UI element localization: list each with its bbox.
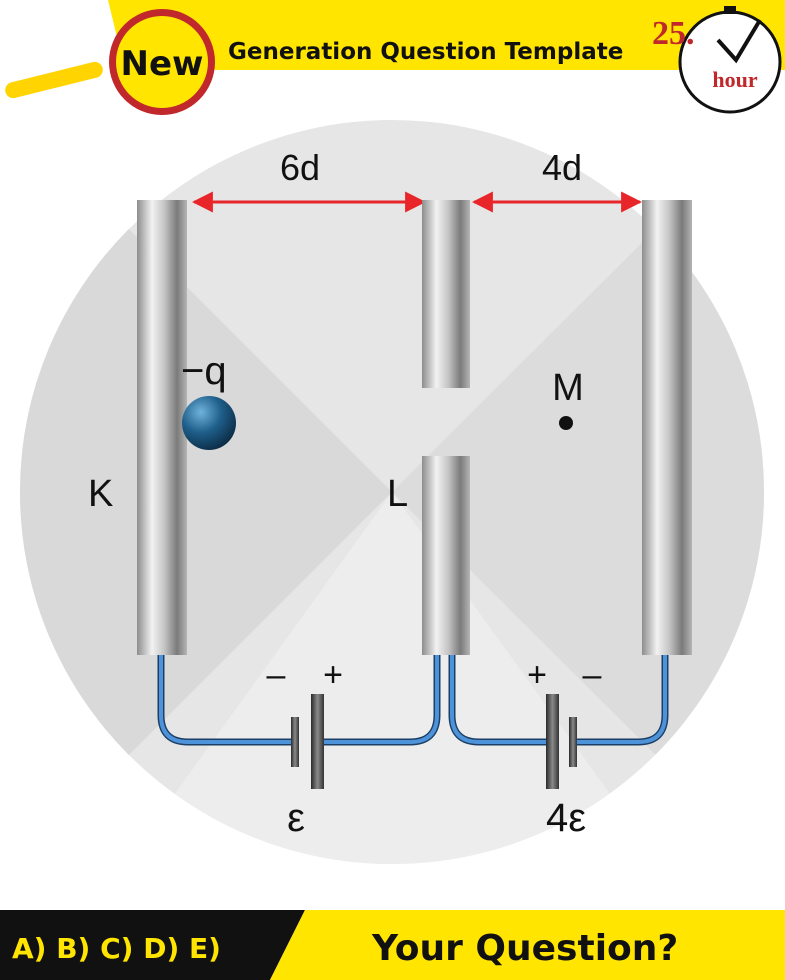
new-badge-label: New bbox=[121, 44, 204, 84]
question-panel bbox=[270, 910, 785, 980]
charge-ball bbox=[182, 396, 236, 450]
plates bbox=[137, 200, 692, 655]
point-m-dot bbox=[559, 416, 573, 430]
battery-right-emf: 4ε bbox=[546, 796, 586, 840]
header-bar: New Generation Question Template 25. hou… bbox=[5, 0, 785, 115]
battery-right-minus: – bbox=[583, 656, 602, 694]
plate-k-label: K bbox=[88, 473, 113, 515]
timer-unit: hour bbox=[712, 67, 757, 92]
answer-options: A) B) C) D) E) bbox=[12, 932, 221, 965]
diagram-labels: −q K L M – + + – ε 4ε bbox=[88, 349, 602, 840]
battery-right-short-plate bbox=[569, 717, 577, 767]
clock-icon bbox=[678, 10, 782, 114]
battery-left-short-plate bbox=[291, 717, 299, 767]
charge-label: −q bbox=[181, 349, 227, 393]
wire-right bbox=[450, 653, 667, 744]
checkmark-icon bbox=[716, 18, 762, 64]
timer-number: 25. bbox=[652, 15, 695, 52]
wire-left bbox=[159, 653, 439, 744]
battery-right bbox=[546, 694, 577, 789]
plate-l-label: L bbox=[387, 473, 408, 515]
distance-label-left: 6d bbox=[280, 147, 320, 188]
circuit-wires bbox=[157, 651, 669, 746]
plate-l-lower bbox=[422, 456, 470, 655]
distance-markers: 6d 4d bbox=[191, 147, 643, 213]
battery-left-emf: ε bbox=[287, 796, 305, 840]
magnifier-handle bbox=[5, 61, 103, 99]
header-title: Generation Question Template bbox=[228, 39, 623, 65]
battery-left-minus: – bbox=[267, 656, 286, 694]
question-prompt: Your Question? bbox=[371, 928, 678, 969]
battery-left-long-plate bbox=[311, 694, 324, 789]
distance-label-right: 4d bbox=[542, 147, 582, 188]
point-m-label: M bbox=[552, 367, 584, 409]
options-panel bbox=[0, 910, 305, 980]
plate-l-upper bbox=[422, 200, 470, 388]
footer-bar: A) B) C) D) E) Your Question? bbox=[0, 910, 785, 980]
battery-right-plus: + bbox=[527, 656, 547, 694]
new-badge bbox=[116, 16, 208, 108]
plate-k bbox=[137, 200, 187, 655]
battery-left bbox=[291, 694, 324, 789]
clock-button bbox=[724, 6, 736, 14]
plate-right bbox=[642, 200, 692, 655]
battery-right-long-plate bbox=[546, 694, 559, 789]
battery-left-plus: + bbox=[323, 656, 343, 694]
